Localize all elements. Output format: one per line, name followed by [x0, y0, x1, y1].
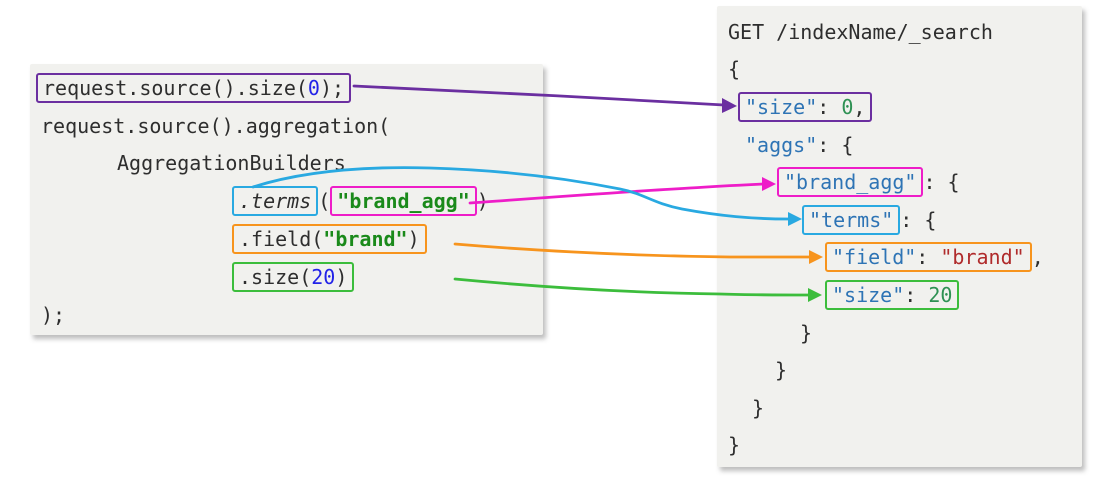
code-line: );	[36, 296, 543, 334]
code-token: }	[800, 320, 813, 345]
highlight-box-magenta-left: "brand_agg"	[330, 186, 477, 217]
code-line: request.source().aggregation(	[36, 107, 543, 145]
code-line: "terms": {	[728, 201, 1082, 239]
code-token: .size(	[239, 264, 312, 289]
code-line: "field": "brand",	[728, 239, 1082, 277]
highlight-box-cyan-left: .terms	[232, 186, 319, 217]
code-line: }	[728, 351, 1082, 389]
code-token: :	[904, 282, 929, 307]
code-token: : {	[923, 170, 960, 195]
highlight-box-purple-right: "size": 0,	[738, 91, 873, 122]
code-token-terms: .terms	[239, 189, 312, 214]
code-token-number: 20	[311, 264, 336, 289]
code-token: );	[319, 75, 345, 100]
code-line: "size": 20	[728, 276, 1082, 314]
code-token: }	[752, 395, 765, 420]
code-token: :	[916, 245, 941, 270]
highlight-box-purple-left: request.source().size(0);	[36, 72, 352, 103]
highlight-box-orange-right: "field": "brand"	[825, 242, 1032, 273]
code-token: ,	[1031, 245, 1044, 270]
code-token: }	[728, 433, 741, 458]
json-key: "terms"	[809, 207, 894, 232]
code-line: GET /indexName/_search	[728, 13, 1082, 51]
json-string-value: "brand"	[940, 245, 1025, 270]
json-key: "size"	[832, 282, 905, 307]
json-key: "aggs"	[745, 132, 818, 157]
json-dsl-panel: GET /indexName/_search { "size": 0, "agg…	[717, 6, 1082, 467]
code-token: .field(	[239, 227, 324, 252]
highlight-box-magenta-right: "brand_agg"	[777, 167, 924, 198]
code-line: .terms("brand_agg")	[36, 182, 543, 220]
code-line: "aggs": {	[728, 126, 1082, 164]
code-token: )	[335, 264, 348, 289]
code-line: }	[728, 427, 1082, 465]
request-line: GET /indexName/_search	[728, 19, 993, 44]
code-token: AggregationBuilders	[117, 151, 346, 176]
code-token-string: "brand_agg"	[337, 189, 470, 214]
json-key: "field"	[832, 245, 917, 270]
code-token: ,	[853, 94, 866, 119]
code-line: .size(20)	[36, 258, 543, 296]
code-line: {	[728, 51, 1082, 89]
code-token: }	[775, 358, 788, 383]
code-line: }	[728, 389, 1082, 427]
highlight-box-green-right: "size": 20	[825, 279, 960, 310]
json-key: "brand_agg"	[784, 170, 917, 195]
code-token-number: 0	[307, 75, 320, 100]
code-line: request.source().size(0);	[36, 69, 543, 107]
code-line: "size": 0,	[728, 88, 1082, 126]
code-token: : {	[817, 132, 854, 157]
code-line: }	[728, 314, 1082, 352]
code-token: )	[407, 227, 420, 252]
json-key: "size"	[745, 94, 818, 119]
java-code-panel: request.source().size(0); request.source…	[30, 64, 543, 335]
code-token: :	[817, 94, 842, 119]
code-line: .field("brand")	[36, 220, 543, 258]
code-line: AggregationBuilders	[36, 145, 543, 183]
code-token: )	[476, 189, 489, 214]
json-number: 20	[928, 282, 953, 307]
code-token: request.source().size(	[43, 75, 308, 100]
code-token-string: "brand"	[323, 227, 408, 252]
code-token: {	[728, 57, 741, 82]
code-token: request.source().aggregation(	[41, 113, 391, 138]
code-token: );	[41, 302, 66, 327]
highlight-box-orange-left: .field("brand")	[232, 224, 427, 255]
code-line: "brand_agg": {	[728, 163, 1082, 201]
highlight-box-green-left: .size(20)	[232, 261, 355, 292]
highlight-box-cyan-right: "terms"	[802, 204, 901, 235]
json-number: 0	[841, 94, 854, 119]
code-token: (	[318, 189, 331, 214]
code-token: : {	[900, 207, 937, 232]
